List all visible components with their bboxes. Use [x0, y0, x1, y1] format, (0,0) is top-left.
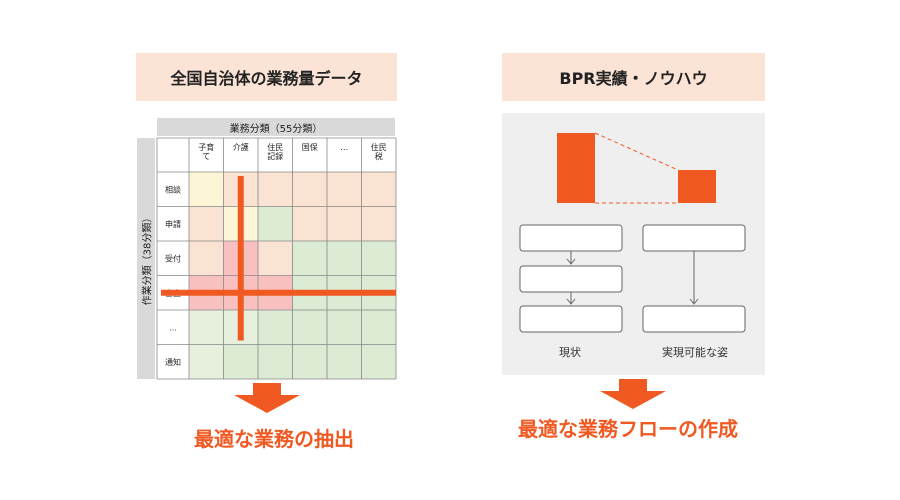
- left-result-text: 最適な業務の抽出: [194, 427, 354, 451]
- right-result-text: 最適な業務フローの作成: [518, 417, 738, 441]
- matrix-cell-r5-c1: [223, 344, 258, 379]
- matrix-cell-r5-c2: [258, 344, 293, 379]
- matrix-cell-r5-c5: [361, 344, 396, 379]
- current-state-label: 現状: [559, 346, 581, 359]
- row-header-5: 通知: [165, 357, 181, 367]
- row-axis-label-box: 作業分類（38分類）: [137, 138, 155, 379]
- row-header-0: 相談: [165, 184, 181, 194]
- matrix-cell-r5-c3: [292, 344, 327, 379]
- row-header-1: 申請: [165, 219, 181, 229]
- matrix-cell-r0-c3: [292, 172, 327, 207]
- matrix-cell-r1-c0: [189, 206, 224, 241]
- large-block: [557, 133, 595, 203]
- future-step-2: [642, 305, 746, 333]
- matrix-cell-r2-c0: [189, 241, 224, 276]
- column-axis-label: 業務分類（55分類）: [157, 118, 395, 136]
- highlight-column-bar: [237, 176, 244, 341]
- dashed-connector-top: [594, 132, 679, 171]
- matrix-cell-r2-c3: [292, 241, 327, 276]
- data-panel-title: 全国自治体の業務量データ: [136, 53, 397, 101]
- column-header-2: 住民記録: [267, 142, 283, 161]
- matrix-cell-r2-c2: [258, 241, 293, 276]
- future-step-1: [642, 224, 746, 252]
- current-step-2: [519, 265, 623, 293]
- matrix-header-row: [157, 138, 396, 172]
- matrix-cell-r5-c0: [189, 344, 224, 379]
- matrix-cell-r0-c0: [189, 172, 224, 207]
- column-header-5: 住民税: [371, 142, 387, 161]
- matrix-cell-r4-c5: [361, 310, 396, 345]
- matrix-cell-r4-c0: [189, 310, 224, 345]
- current-step-1: [519, 224, 623, 252]
- matrix-cell-r4-c3: [292, 310, 327, 345]
- matrix-cell-r0-c4: [327, 172, 362, 207]
- matrix-cell-r1-c3: [292, 206, 327, 241]
- matrix-cell-r2-c4: [327, 241, 362, 276]
- matrix-cell-r5-c4: [327, 344, 362, 379]
- column-header-3: 国保: [302, 142, 318, 152]
- row-header-2: 受付: [165, 253, 181, 263]
- small-block: [678, 170, 716, 203]
- highlight-row-bar: [161, 289, 396, 296]
- row-header-4: …: [169, 323, 177, 332]
- column-header-4: …: [340, 143, 348, 152]
- matrix-cell-r0-c5: [361, 172, 396, 207]
- right-down-arrow: [600, 379, 666, 409]
- current-step-3: [519, 305, 623, 333]
- column-header-0: 子育て: [198, 142, 214, 161]
- matrix-cell-r4-c2: [258, 310, 293, 345]
- bpr-panel-title: BPR実績・ノウハウ: [502, 53, 765, 101]
- column-header-1: 介護: [233, 142, 249, 152]
- matrix-cell-r4-c4: [327, 310, 362, 345]
- matrix-cell-r1-c4: [327, 206, 362, 241]
- matrix-cell-r1-c5: [361, 206, 396, 241]
- matrix-cell-r1-c2: [258, 206, 293, 241]
- matrix-cell-r2-c5: [361, 241, 396, 276]
- left-down-arrow: [234, 383, 300, 413]
- future-state-label: 実現可能な姿: [662, 346, 728, 359]
- matrix-header-col: [157, 138, 189, 379]
- matrix-cell-r0-c2: [258, 172, 293, 207]
